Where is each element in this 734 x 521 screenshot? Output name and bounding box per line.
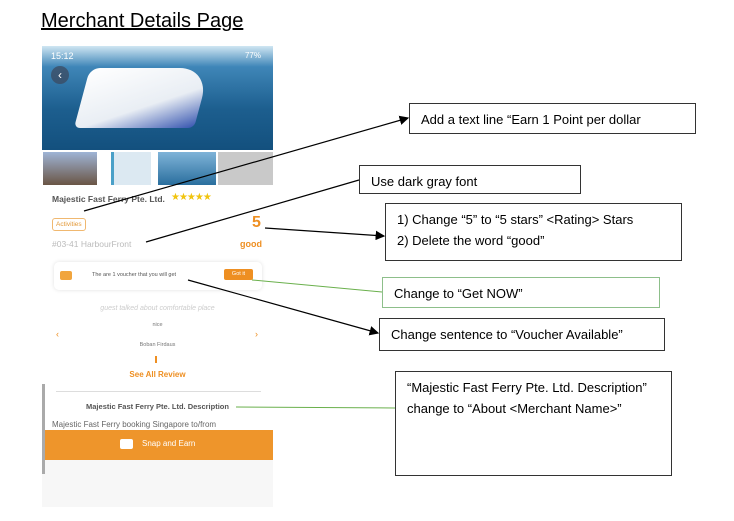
merchant-address: #03-41 HarbourFront <box>52 239 132 249</box>
review-title: guest talked about comfortable place <box>100 305 215 312</box>
reviewer-name: Boban Firdaus <box>139 342 176 348</box>
annotation-rating-line-1: 1) Change “5” to “5 stars” <Rating> Star… <box>397 212 634 227</box>
snap-and-earn-button[interactable]: Snap and Earn <box>42 430 273 460</box>
rating-number: 5 <box>252 214 261 231</box>
annotation-rating-line-2: 2) Delete the word “good” <box>397 233 545 248</box>
page-title: Merchant Details Page <box>41 10 244 32</box>
annotation-line-4 <box>251 279 383 293</box>
thumbnail-ferry[interactable] <box>158 152 216 185</box>
thumbnail-logo[interactable] <box>218 152 273 185</box>
rating-word: good <box>240 239 262 249</box>
review-text: nice <box>152 322 163 328</box>
see-all-review-link[interactable]: See All Review <box>129 370 186 379</box>
category-tag[interactable]: Activities <box>52 218 86 231</box>
annotation-rating: 1) Change “5” to “5 stars” <Rating> Star… <box>385 203 682 261</box>
annotation-line-3 <box>264 227 386 241</box>
android-nav-bar <box>42 460 273 507</box>
next-review-arrow-icon[interactable]: › <box>255 329 258 339</box>
description-body: Majestic Fast Ferry booking Singapore to… <box>52 420 217 429</box>
got-it-button[interactable]: Got it <box>224 269 253 280</box>
annotation-line-6 <box>235 406 396 409</box>
divider <box>56 391 261 392</box>
annotation-voucher-available: Change sentence to “Voucher Available” <box>379 318 665 351</box>
star-rating: ★★★★★ <box>171 192 212 203</box>
description-title: Majestic Fast Ferry Pte. Ltd. Descriptio… <box>86 402 229 411</box>
carousel-indicator <box>155 356 157 363</box>
phone-screenshot: 15:12 77% ‹ Majestic Fast Ferry Pte. Ltd… <box>42 46 273 507</box>
annotation-about-merchant: “Majestic Fast Ferry Pte. Ltd. Descripti… <box>395 371 672 476</box>
voucher-card: The are 1 voucher that you will get Got … <box>54 262 262 290</box>
prev-review-arrow-icon[interactable]: ‹ <box>56 329 59 339</box>
snap-and-earn-label: Snap and Earn <box>142 439 196 448</box>
camera-icon <box>120 439 133 449</box>
scrollbar[interactable] <box>42 384 45 474</box>
annotation-line-2 <box>145 179 360 243</box>
annotation-earn-points: Add a text line “Earn 1 Point per dollar <box>409 103 696 134</box>
back-button[interactable]: ‹ <box>51 66 69 84</box>
hero-image: 15:12 77% ‹ <box>42 46 273 150</box>
annotation-dark-gray: Use dark gray font <box>359 165 581 194</box>
voucher-text: The are 1 voucher that you will get <box>92 272 177 278</box>
annotation-line-1 <box>83 115 410 212</box>
status-battery: 77% <box>244 51 261 60</box>
merchant-name: Majestic Fast Ferry Pte. Ltd. <box>52 194 165 204</box>
thumbnail-schedule[interactable] <box>111 152 151 185</box>
thumbnail-interior[interactable] <box>43 152 97 185</box>
status-time: 15:12 <box>51 51 74 61</box>
annotation-get-now: Change to “Get NOW” <box>382 277 660 308</box>
voucher-icon <box>60 271 72 280</box>
annotation-line-5 <box>187 279 380 336</box>
